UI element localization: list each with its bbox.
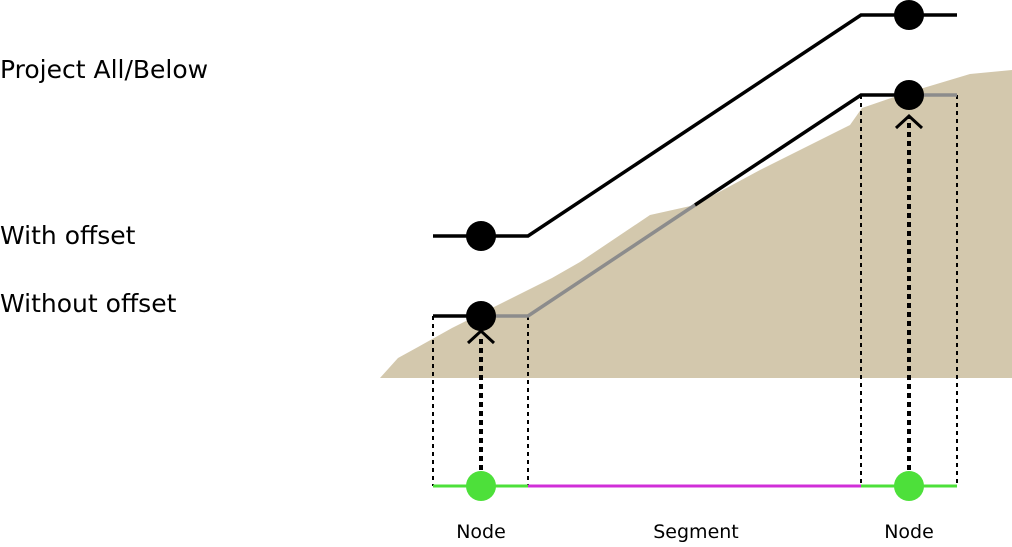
node-point-left [466, 471, 496, 501]
without-offset-vertex-left [466, 301, 496, 331]
terrain [380, 70, 1012, 378]
label-node-right: Node [884, 521, 934, 543]
without-offset-vertex-right [894, 80, 924, 110]
label-segment: Segment [653, 521, 739, 543]
projection-guides [432, 95, 958, 486]
label-project-all-below: Project All/Below [0, 55, 209, 84]
label-with-offset: With offset [0, 221, 136, 250]
with-offset-vertex-right [894, 0, 924, 30]
node-point-right [894, 471, 924, 501]
label-without-offset: Without offset [0, 289, 177, 318]
without-offset-line-visible [694, 93, 909, 207]
without-offset-line-buried [481, 203, 696, 318]
with-offset-vertex-left [466, 221, 496, 251]
label-node-left: Node [456, 521, 506, 543]
